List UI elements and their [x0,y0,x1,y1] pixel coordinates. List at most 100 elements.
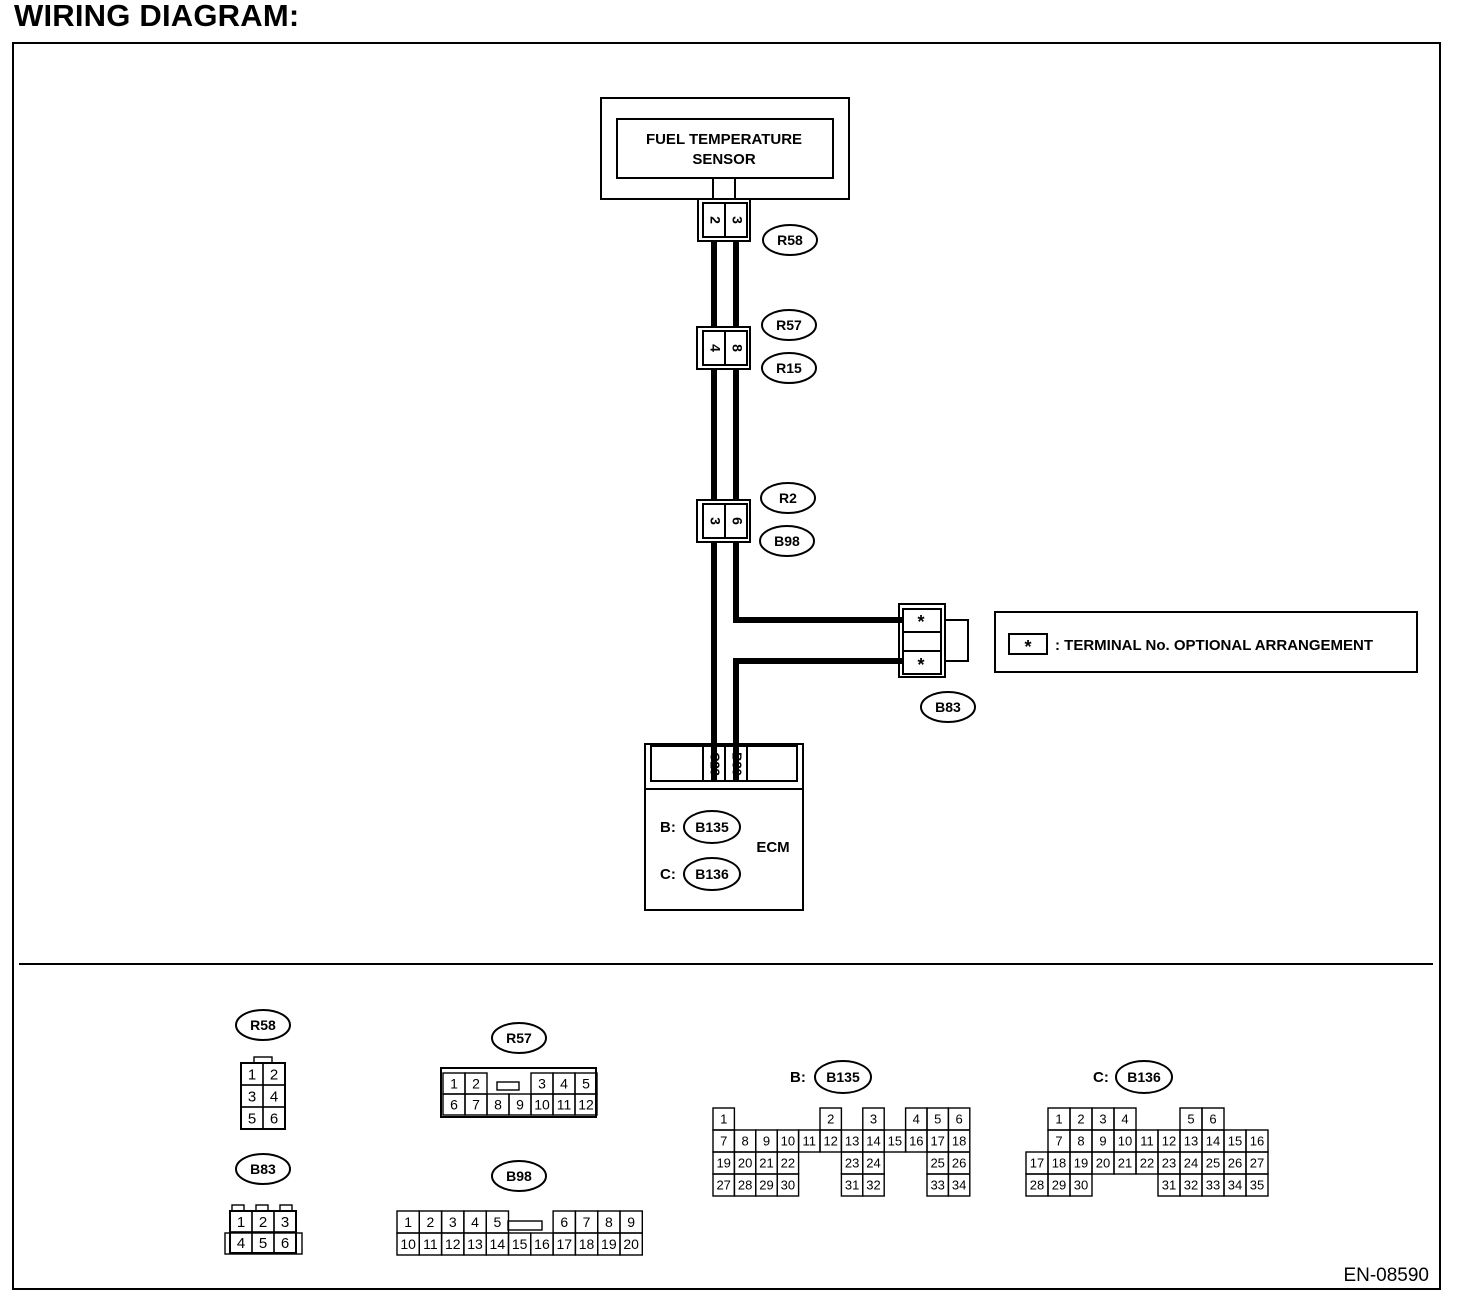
pin-number: 33 [930,1178,944,1193]
pin-3: 3 [729,216,745,224]
terminal-legend: * : TERMINAL No. OPTIONAL ARRANGEMENT [994,611,1418,673]
pin-6: 6 [729,517,745,525]
pin-number: 9 [1099,1134,1106,1149]
pin-number: 15 [888,1134,902,1149]
pin-number: 31 [1162,1178,1176,1193]
pin-number: 18 [952,1134,966,1149]
face-b135: B: B135 [790,1060,872,1094]
face-cell-b135 [862,1173,885,1197]
pin-number: 3 [538,1076,546,1092]
pin-number: 4 [237,1235,245,1252]
pin-number: 9 [763,1134,770,1149]
connector-label-b98: B98 [774,533,800,549]
pin-number: 6 [270,1110,278,1127]
b83-pin-top: * [917,612,924,632]
pin-number: 19 [1074,1156,1088,1171]
face-cell-r57 [574,1093,598,1116]
pin-number: 20 [623,1236,639,1252]
pin-number: 12 [445,1236,461,1252]
face-label-r58: R58 [250,1017,276,1033]
face-cell-b98 [619,1232,643,1256]
face-prefix-b135: B: [790,1069,806,1086]
connector-label-b83: B83 [935,699,961,715]
pin-number: 1 [237,1214,245,1231]
face-b83: B83 [235,1153,291,1185]
face-label-b135: B135 [826,1069,860,1085]
connector-b83: * * B83 [898,603,976,723]
pin-number: 2 [827,1112,834,1127]
face-r58: R58 [235,1009,291,1041]
pin-number: 29 [1052,1178,1066,1193]
pin-number: 7 [472,1097,480,1113]
pin-number: 17 [930,1134,944,1149]
pin-number: 9 [627,1214,635,1230]
pin-number: 17 [1030,1156,1044,1171]
pin-number: 31 [845,1178,859,1193]
pin-number: 4 [560,1076,568,1092]
pin-number: 23 [1162,1156,1176,1171]
pin-number: 4 [471,1214,479,1230]
connector-r57-r15: 4 8 R57 R15 [696,309,817,384]
b83-pin-bottom: * [917,655,924,675]
face-cell-b83 [273,1231,297,1254]
pin-number: 21 [759,1156,773,1171]
pin-number: 2 [472,1076,480,1092]
pin-number: 5 [248,1110,256,1127]
pin-number: 19 [716,1156,730,1171]
pin-number: 2 [270,1066,278,1083]
pin-number: 3 [281,1214,289,1231]
ecm: C23 B30 B: B135 C: B136 ECM [644,743,804,911]
face-latch [496,1081,520,1091]
pin-number: 30 [1074,1178,1088,1193]
pin-number: 32 [1184,1178,1198,1193]
pin-number: 15 [512,1236,528,1252]
face-cell-b135 [776,1173,800,1197]
pin-number: 7 [720,1134,727,1149]
face-prefix-b136: C: [1093,1069,1109,1086]
pin-number: 24 [866,1156,880,1171]
pin-number: 9 [516,1097,524,1113]
pin-number: 29 [759,1178,773,1193]
pin-number: 21 [1118,1156,1132,1171]
pin-number: 8 [741,1134,748,1149]
pin-number: 6 [560,1214,568,1230]
pin-number: 20 [738,1156,752,1171]
pin-number: 3 [1099,1112,1106,1127]
pin-number: 22 [781,1156,795,1171]
connector-r2-b98: 3 6 R2 B98 [696,482,816,557]
pin-number: 23 [845,1156,859,1171]
pin-number: 8 [494,1097,502,1113]
pin-number: 6 [450,1097,458,1113]
pin-3: 3 [707,517,723,525]
pin-number: 18 [579,1236,595,1252]
pin-number: 5 [1187,1112,1194,1127]
ecm-label: ECM [756,839,789,856]
ecm-conn-b135: B135 [695,819,729,835]
legend-text: : TERMINAL No. OPTIONAL ARRANGEMENT [1055,637,1373,654]
pin-number: 11 [557,1097,572,1113]
pin-number: 20 [1096,1156,1110,1171]
face-label-r57: R57 [506,1030,532,1046]
ecm-pin-b30: B30 [730,752,745,776]
face-cell-b135 [947,1173,971,1197]
pin-number: 16 [1250,1134,1264,1149]
sensor-label-line1: FUEL TEMPERATURE [646,131,802,148]
ecm-prefix-c: C: [660,866,676,883]
pin-number: 4 [913,1112,920,1127]
pin-number: 27 [1250,1156,1264,1171]
pin-number: 14 [1206,1134,1220,1149]
pin-number: 5 [259,1235,267,1252]
pin-number: 10 [1118,1134,1132,1149]
pin-number: 26 [952,1156,966,1171]
pin-number: 19 [601,1236,617,1252]
connector-label-r58: R58 [777,232,803,248]
pin-number: 10 [400,1236,416,1252]
pin-number: 25 [1206,1156,1220,1171]
pin-number: 6 [1209,1112,1216,1127]
pin-number: 7 [583,1214,591,1230]
pin-number: 3 [449,1214,457,1230]
pin-number: 5 [493,1214,501,1230]
pin-number: 6 [281,1235,289,1252]
